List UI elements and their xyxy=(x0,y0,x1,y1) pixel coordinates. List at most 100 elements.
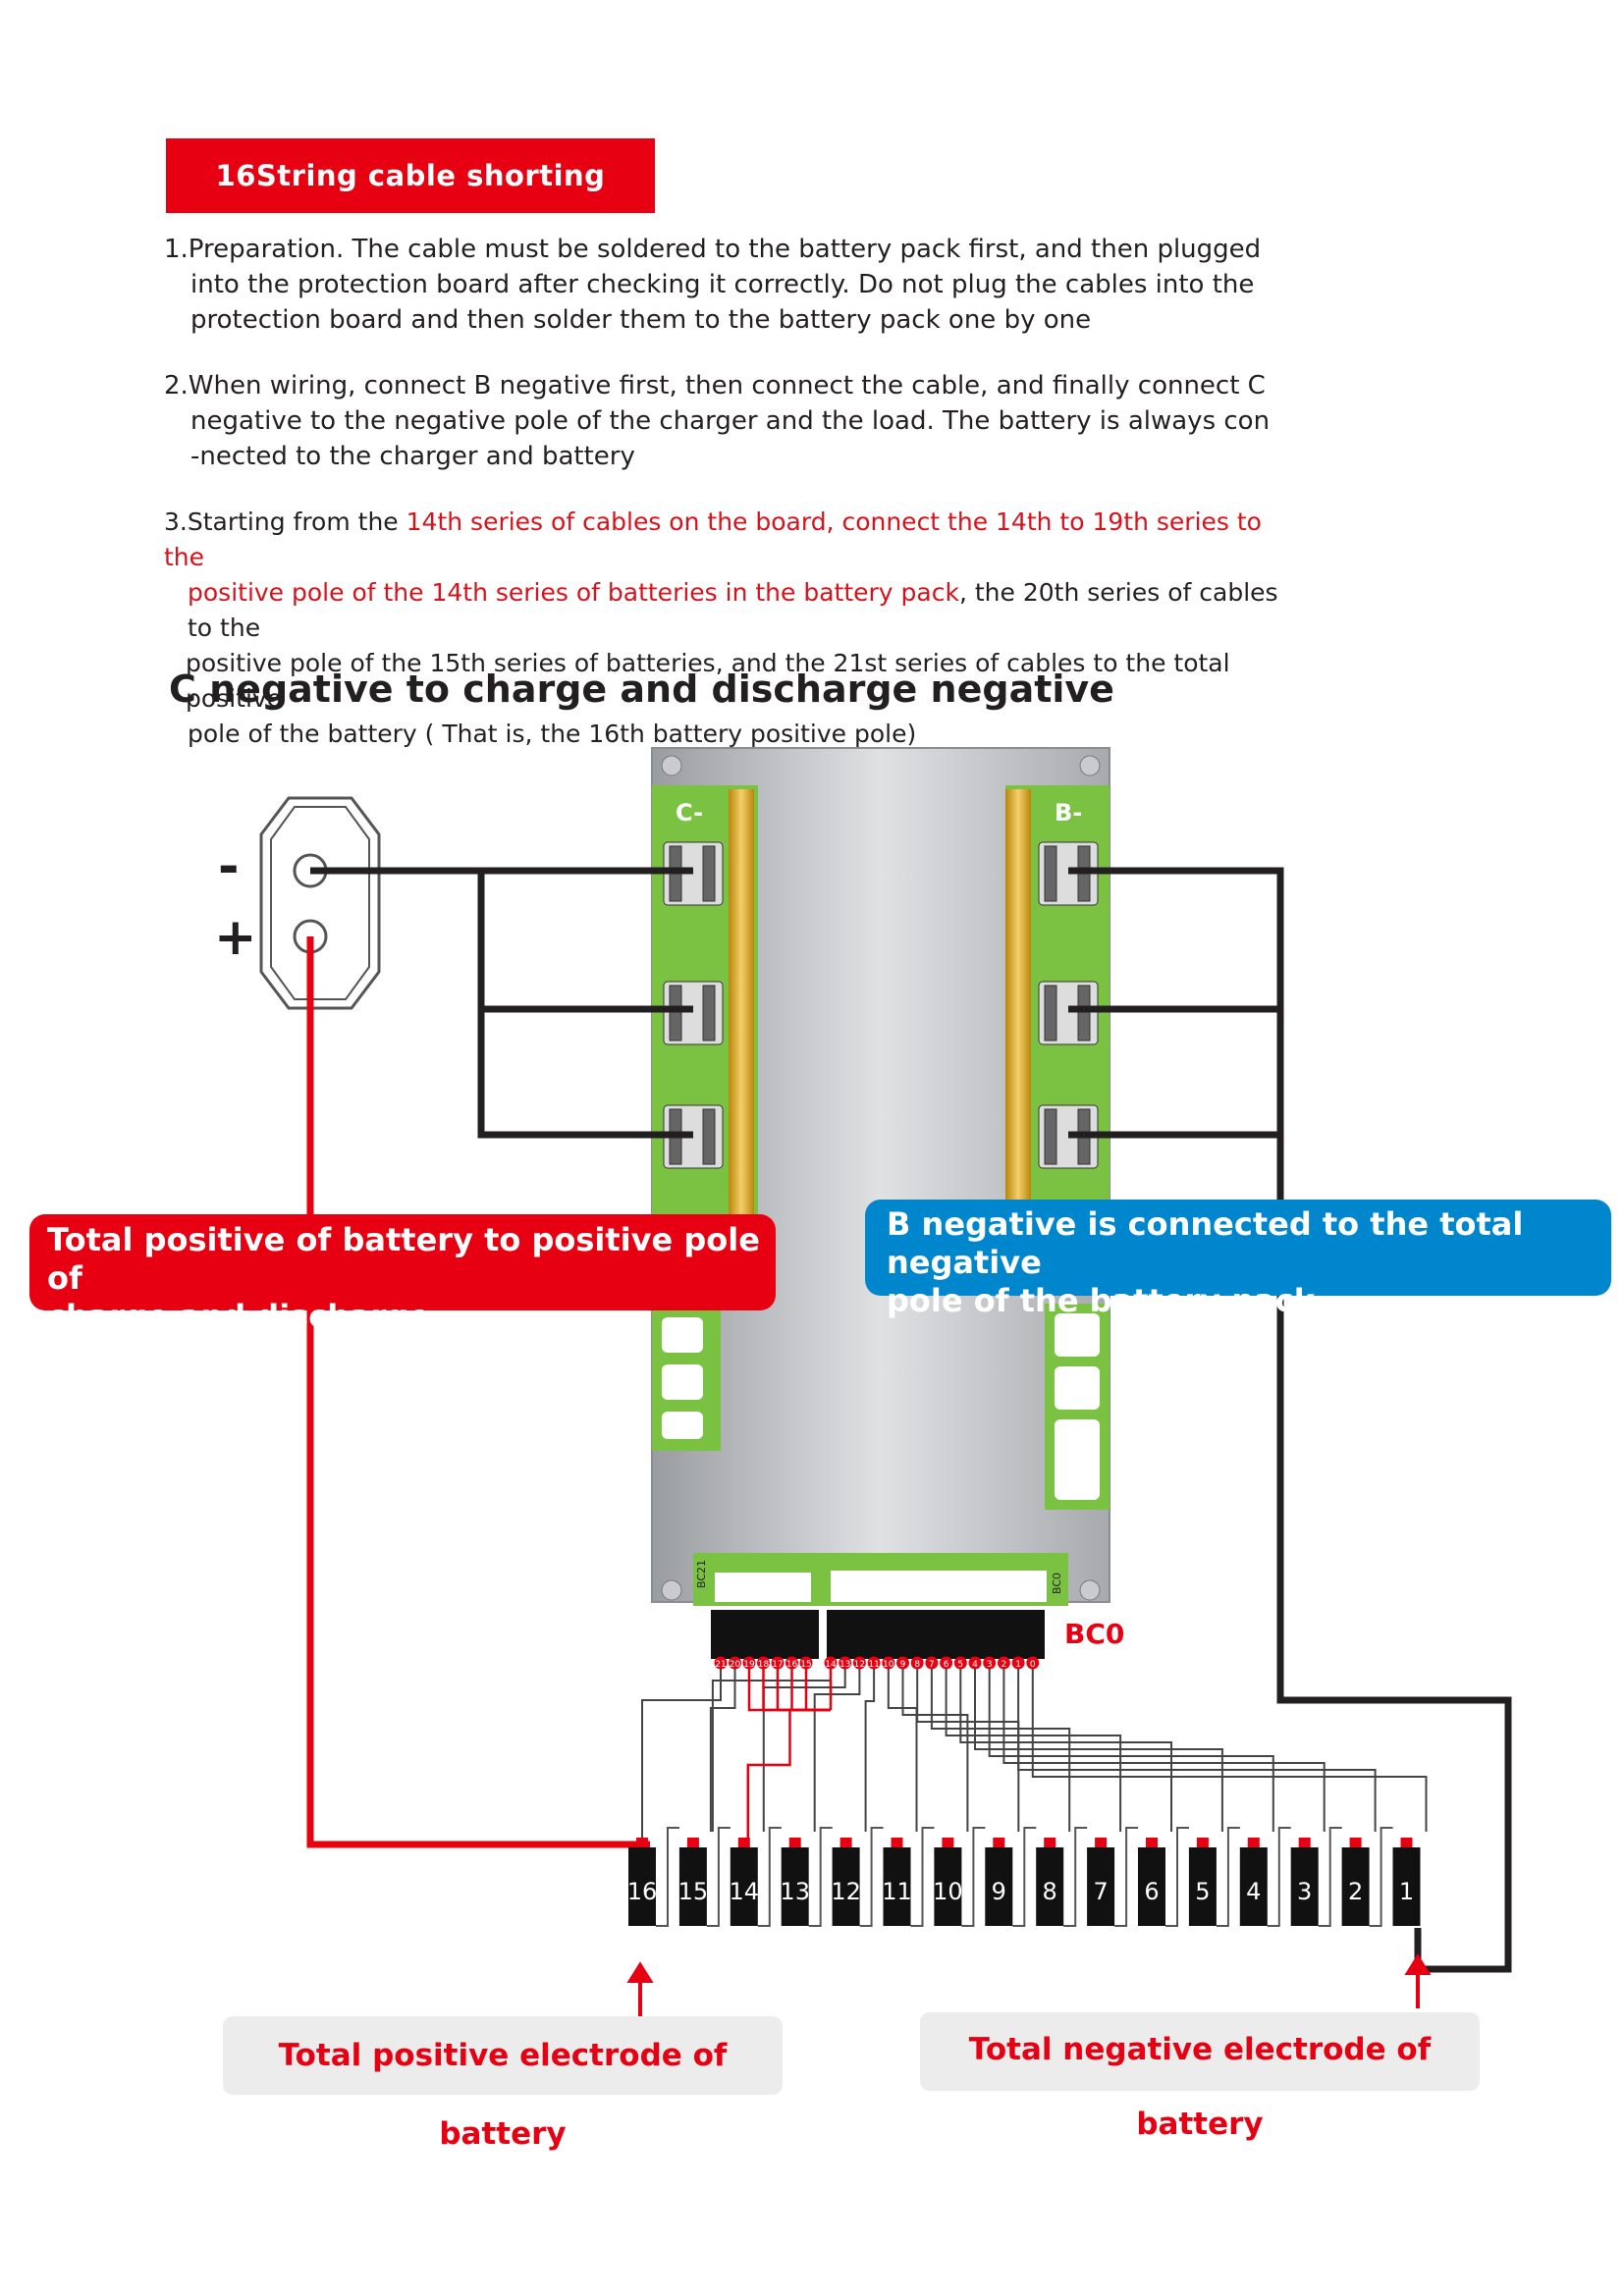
screw-icon xyxy=(1079,1579,1101,1601)
pin-6 xyxy=(940,1656,953,1670)
cell-positive-terminal xyxy=(839,1838,852,1847)
step-3-line-2-highlight: positive pole of the 14th series of batt… xyxy=(188,578,959,607)
pin-0 xyxy=(1026,1656,1040,1670)
red-sense-wires xyxy=(746,1669,833,1838)
up-arrow-icon xyxy=(1404,1953,1432,1975)
diagram-heading: C negative to charge and discharge negat… xyxy=(169,667,1114,711)
cell-number: 4 xyxy=(1246,1878,1261,1905)
callout-total-positive-line-1: Total positive of battery to positive po… xyxy=(47,1221,760,1297)
pin-label: 14 xyxy=(825,1660,837,1670)
pin-label: 0 xyxy=(1030,1660,1036,1670)
pin-2 xyxy=(997,1656,1010,1670)
step-3-line-1-start: 3.Starting from the xyxy=(164,507,406,536)
cell-number: 15 xyxy=(678,1878,709,1905)
callout-b-negative-line-1: B negative is connected to the total neg… xyxy=(887,1205,1524,1281)
pin-21 xyxy=(714,1656,728,1670)
c-minus-label: C- xyxy=(676,799,703,827)
label-total-negative-electrode: Total negative electrode of battery xyxy=(920,2012,1480,2142)
section-title-badge: 16String cable shorting method xyxy=(166,138,655,267)
step-3-line-3: positive pole of the 15th series of batt… xyxy=(186,649,1230,713)
pin-label: 15 xyxy=(800,1660,811,1670)
pin-3 xyxy=(983,1656,997,1670)
battery-cell-13 xyxy=(781,1847,809,1926)
cell-positive-terminal xyxy=(636,1838,648,1847)
cell-positive-terminal xyxy=(1196,1838,1209,1847)
pin-label: 5 xyxy=(957,1660,963,1670)
step-2-line-2: negative to the negative pole of the cha… xyxy=(190,406,1271,436)
battery-cell-15 xyxy=(678,1847,707,1926)
c-minus-terminals xyxy=(663,841,724,1169)
cell-positive-terminal xyxy=(1095,1838,1108,1847)
battery-cell-5 xyxy=(1188,1847,1217,1926)
pin-18 xyxy=(757,1656,770,1670)
callout-b-negative: B negative is connected to the total neg… xyxy=(865,1200,1611,1319)
pin-5 xyxy=(953,1656,967,1670)
pin-label: 6 xyxy=(944,1660,949,1670)
pin-label: 2 xyxy=(1001,1660,1007,1670)
pin-label: 18 xyxy=(758,1660,770,1670)
step-1-line-2: into the protection board after checking… xyxy=(190,270,1255,299)
cell-positive-terminal xyxy=(993,1838,1005,1847)
pin-7 xyxy=(925,1656,939,1670)
board-label-bc0: BC0 xyxy=(1051,1573,1063,1594)
step-1-line-1: 1.Preparation. The cable must be soldere… xyxy=(164,235,1262,264)
battery-cell-11 xyxy=(883,1847,911,1926)
label-total-positive-electrode: Total positive electrode of battery xyxy=(223,2016,783,2152)
pin-17 xyxy=(771,1656,785,1670)
pin-label: 1 xyxy=(1015,1660,1021,1670)
step-2-line-3: -nected to the charger and battery xyxy=(190,442,635,471)
pin-label: 4 xyxy=(972,1660,978,1670)
bc0-label: BC0 xyxy=(1064,1618,1124,1650)
cell-number: 3 xyxy=(1297,1878,1312,1905)
battery-cell-9 xyxy=(985,1847,1013,1926)
step-3-text: 3.Starting from the 14th series of cable… xyxy=(164,505,1283,752)
b-minus-terminals xyxy=(1038,841,1099,1169)
cell-number: 12 xyxy=(831,1878,861,1905)
pin-14 xyxy=(824,1656,838,1670)
connector-block-left xyxy=(711,1610,819,1659)
cell-number: 5 xyxy=(1195,1878,1210,1905)
pin-1 xyxy=(1011,1656,1025,1670)
step-1-line-3: protection board and then solder them to… xyxy=(190,305,1092,335)
pin-11 xyxy=(867,1656,881,1670)
pin-label: 12 xyxy=(854,1660,865,1670)
pin-15 xyxy=(799,1656,813,1670)
step-1-text: 1.Preparation. The cable must be soldere… xyxy=(164,232,1283,338)
plug-minus-sign: - xyxy=(218,837,240,896)
battery-cell-8 xyxy=(1036,1847,1064,1926)
pin-13 xyxy=(839,1656,852,1670)
b-minus-label: B- xyxy=(1055,799,1082,827)
cell-positive-terminal xyxy=(1298,1838,1311,1847)
battery-cell-14 xyxy=(730,1847,758,1926)
pin-label: 7 xyxy=(929,1660,935,1670)
step-2-line-1: 2.When wiring, connect B negative first,… xyxy=(164,371,1266,400)
step-3-line-1-highlight: 14th series of cables on the board, conn… xyxy=(164,507,1262,571)
cell-number: 7 xyxy=(1093,1878,1108,1905)
cell-number: 1 xyxy=(1399,1878,1414,1905)
cell-number: 6 xyxy=(1144,1878,1159,1905)
pin-9 xyxy=(896,1656,909,1670)
screw-icon xyxy=(661,1579,682,1601)
protection-board: BC21 BC0 C- B- xyxy=(651,747,1110,1606)
battery-cell-10 xyxy=(934,1847,962,1926)
callout-total-positive: Total positive of battery to positive po… xyxy=(29,1214,776,1335)
b-minus-wires xyxy=(1068,867,1512,1973)
cell-number: 8 xyxy=(1043,1878,1057,1905)
cell-positive-terminal xyxy=(1044,1838,1056,1847)
cell-number: 14 xyxy=(730,1878,760,1905)
cell-number: 10 xyxy=(933,1878,963,1905)
charge-plug: - + xyxy=(214,796,381,1010)
pin-4 xyxy=(968,1656,982,1670)
pin-8 xyxy=(910,1656,924,1670)
callout-b-negative-line-2: pole of the battery pack xyxy=(887,1282,1315,1319)
c-minus-wires xyxy=(310,867,693,1139)
cell-positive-terminal xyxy=(1146,1838,1158,1847)
screw-icon xyxy=(661,755,682,776)
pin-label: 8 xyxy=(914,1660,920,1670)
pin-label: 19 xyxy=(743,1660,755,1670)
step-3-line-4: pole of the battery ( That is, the 16th … xyxy=(188,720,917,748)
pin-label: 16 xyxy=(786,1660,798,1670)
pin-10 xyxy=(882,1656,895,1670)
